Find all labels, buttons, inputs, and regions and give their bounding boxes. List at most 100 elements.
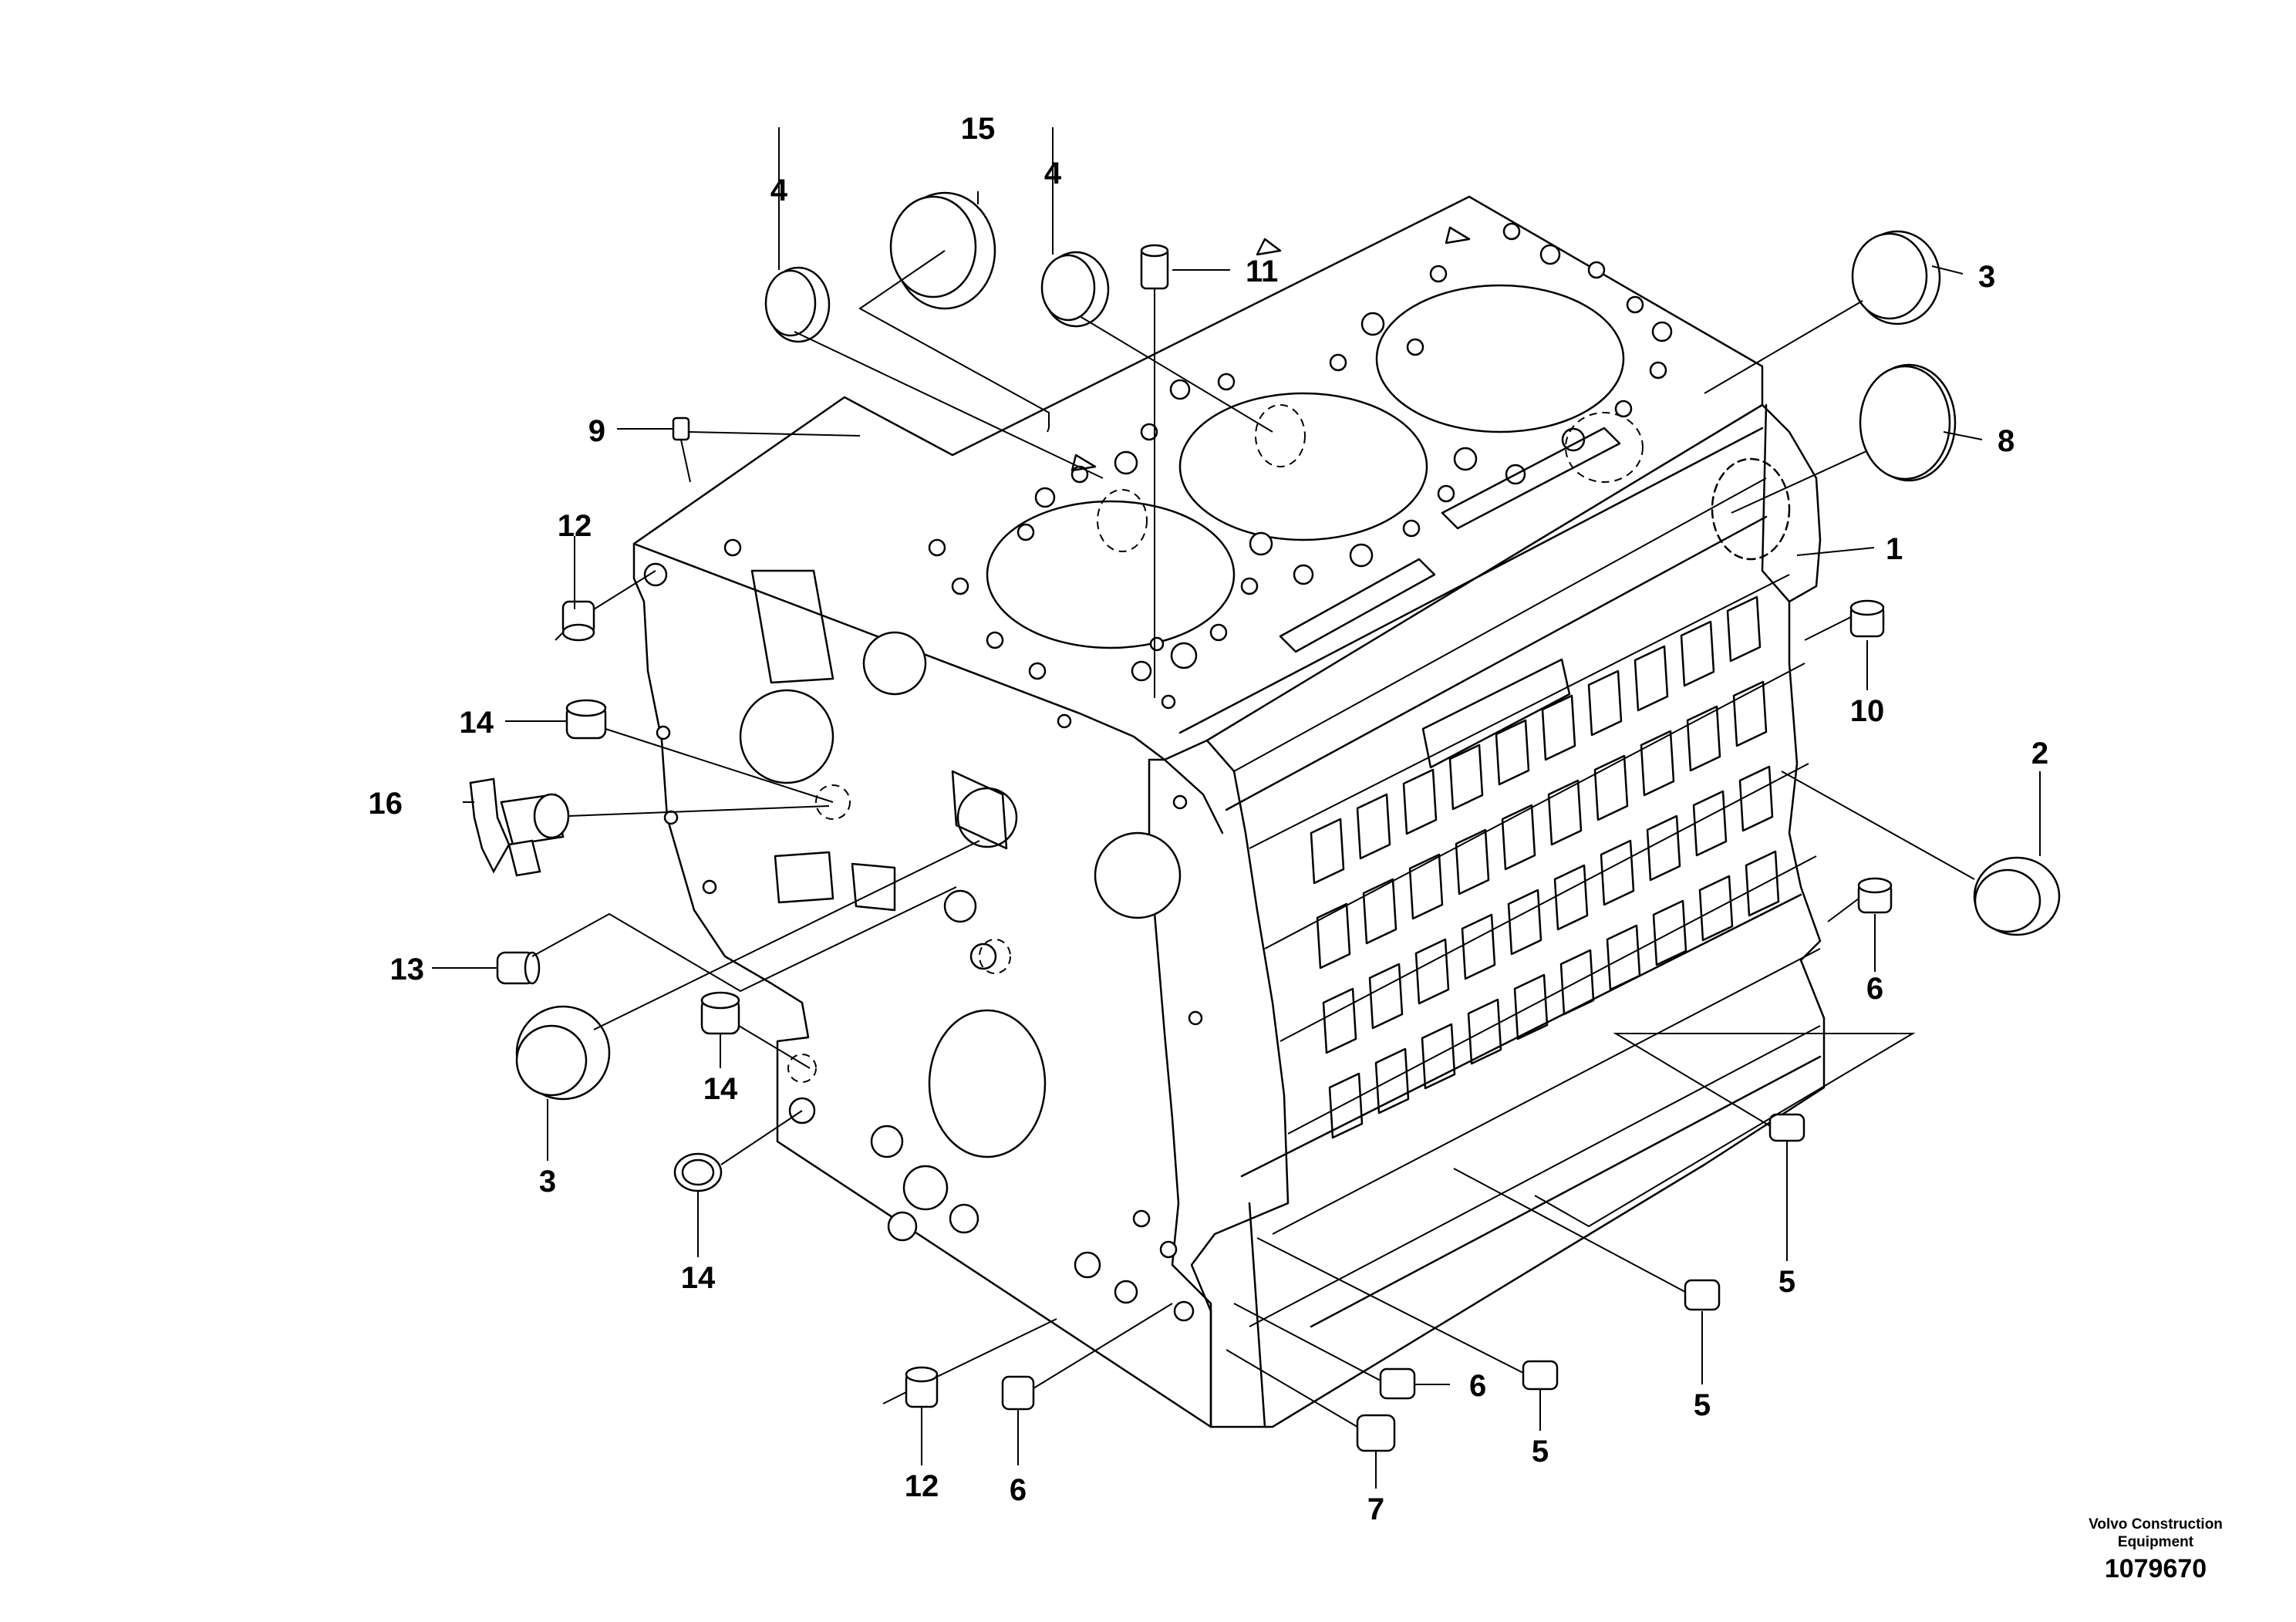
part-2-seal <box>1973 856 2061 936</box>
part-11-dowel <box>1140 244 1169 290</box>
cylinder-bore-3 <box>1375 284 1625 433</box>
crankcase-window <box>1698 875 1734 942</box>
part-13-bush <box>496 951 541 985</box>
callout-2: 2 <box>2031 737 2048 771</box>
callout-4-right: 4 <box>1044 157 1062 191</box>
crank-seal-bore <box>928 1009 1047 1158</box>
document-number: 1079670 <box>2105 1554 2207 1583</box>
part-7-plug <box>1356 1414 1396 1452</box>
part-5-plug-a <box>1768 1113 1805 1142</box>
crankcase-window <box>1316 902 1351 969</box>
callout-14-middle: 14 <box>703 1072 738 1106</box>
part-4-plug-left <box>764 266 831 343</box>
dash-ring-2 <box>1255 404 1306 467</box>
callout-3-lower: 3 <box>539 1165 556 1199</box>
part-6-plug-lower-mid <box>1379 1367 1416 1400</box>
dash-ring-3 <box>1565 412 1644 483</box>
part-3-plug-upper <box>1851 230 1941 325</box>
leader-lines <box>432 127 2041 1489</box>
callout-6-lower-mid: 6 <box>1469 1369 1486 1403</box>
crankcase-window <box>1600 839 1635 906</box>
crankcase-window <box>1402 768 1438 835</box>
crankcase-window <box>1640 730 1675 797</box>
company-name-line-1: Volvo Construction <box>2089 1516 2223 1533</box>
crankcase-window <box>1414 938 1450 1005</box>
part-4-plug-right <box>1040 251 1110 328</box>
crankcase-window <box>1501 804 1536 871</box>
crankcase-window <box>1455 828 1490 895</box>
crankcase-window <box>1448 744 1484 811</box>
cylinder-bores <box>986 284 1625 649</box>
dash-ring-5 <box>979 939 1011 974</box>
crankcase-window <box>1547 779 1583 846</box>
side-rib-line-4 <box>1279 763 1809 1042</box>
rear-bore-dashed <box>1711 457 1791 561</box>
cylinder-bore-2 <box>1178 392 1428 541</box>
crankcase-window <box>1686 705 1721 772</box>
crankcase-window <box>1374 1047 1410 1114</box>
oil-pan-flange <box>1240 893 1822 1428</box>
part-14-bush-upper <box>565 699 607 740</box>
crankcase-window <box>1408 853 1444 920</box>
callout-12-upper: 12 <box>558 509 592 543</box>
crankcase-window <box>1732 680 1768 747</box>
callout-labels: 15 4 4 11 3 8 1 9 12 14 16 10 2 13 6 14 … <box>369 112 2049 1526</box>
callout-11: 11 <box>1246 255 1278 288</box>
side-rib-line-1 <box>1233 477 1767 772</box>
crankcase-window <box>1692 790 1728 857</box>
crankcase-window <box>1368 963 1404 1030</box>
side-rib-line-3 <box>1264 663 1805 949</box>
callout-5-a: 5 <box>1778 1265 1795 1299</box>
side-rib-line-6 <box>1272 948 1821 1235</box>
callout-14-lower: 14 <box>681 1261 716 1295</box>
part-12-bush-lower <box>905 1366 939 1408</box>
crankcase-window <box>1467 998 1502 1065</box>
callout-6-lower-left: 6 <box>1010 1473 1027 1507</box>
part-14-bush-middle <box>700 991 740 1035</box>
crankcase-window <box>1646 814 1681 882</box>
crankcase-window <box>1726 595 1762 663</box>
crankcase-window <box>1513 973 1549 1040</box>
crankcase-window <box>1738 765 1774 832</box>
callout-13: 13 <box>390 953 425 986</box>
crankcase-window <box>1507 889 1542 956</box>
side-face-top-edge <box>1761 403 1822 603</box>
dash-ring-6 <box>787 1054 817 1083</box>
callout-16: 16 <box>369 787 403 821</box>
crankcase-window <box>1652 899 1687 966</box>
part-6-plug-right <box>1857 877 1893 914</box>
part-15-plug <box>889 191 996 310</box>
crankcase-window <box>1328 1072 1364 1139</box>
crankcase-window <box>1541 694 1576 761</box>
callout-10: 10 <box>1850 694 1885 728</box>
top-rail <box>1178 427 1768 811</box>
dash-ring-4 <box>815 784 851 820</box>
part-9-pin <box>672 416 690 441</box>
crankcase-window <box>1362 878 1397 945</box>
callout-7: 7 <box>1367 1492 1384 1526</box>
part-14-ring-lower <box>673 1152 723 1192</box>
callout-12-lower: 12 <box>905 1469 939 1503</box>
callout-9: 9 <box>588 414 605 448</box>
crankcase-window <box>1606 924 1641 991</box>
part-5-plug-b <box>1684 1279 1721 1311</box>
crankcase-window <box>1745 850 1780 917</box>
crankcase-window <box>1310 818 1345 885</box>
block-side-face <box>1190 403 1826 1428</box>
callout-6-right: 6 <box>1866 972 1883 1006</box>
callout-8: 8 <box>1998 424 2014 458</box>
name-plate <box>1421 658 1571 769</box>
front-face-holes <box>643 538 1203 1322</box>
crankcase-window <box>1593 754 1629 821</box>
crankcase-window <box>1680 620 1715 687</box>
callout-5-c: 5 <box>1532 1435 1549 1469</box>
block-front-face <box>632 542 1212 1428</box>
crankcase-window <box>1322 987 1357 1054</box>
crankcase-window <box>1495 719 1530 786</box>
callout-1: 1 <box>1886 532 1903 566</box>
part-12-bush-upper <box>561 600 595 642</box>
crankcase-window <box>1421 1023 1456 1090</box>
cylinder-bore-1 <box>986 500 1236 649</box>
crankcase-window <box>1356 793 1391 860</box>
footer: Volvo Construction Equipment 1079670 <box>2089 1516 2223 1583</box>
